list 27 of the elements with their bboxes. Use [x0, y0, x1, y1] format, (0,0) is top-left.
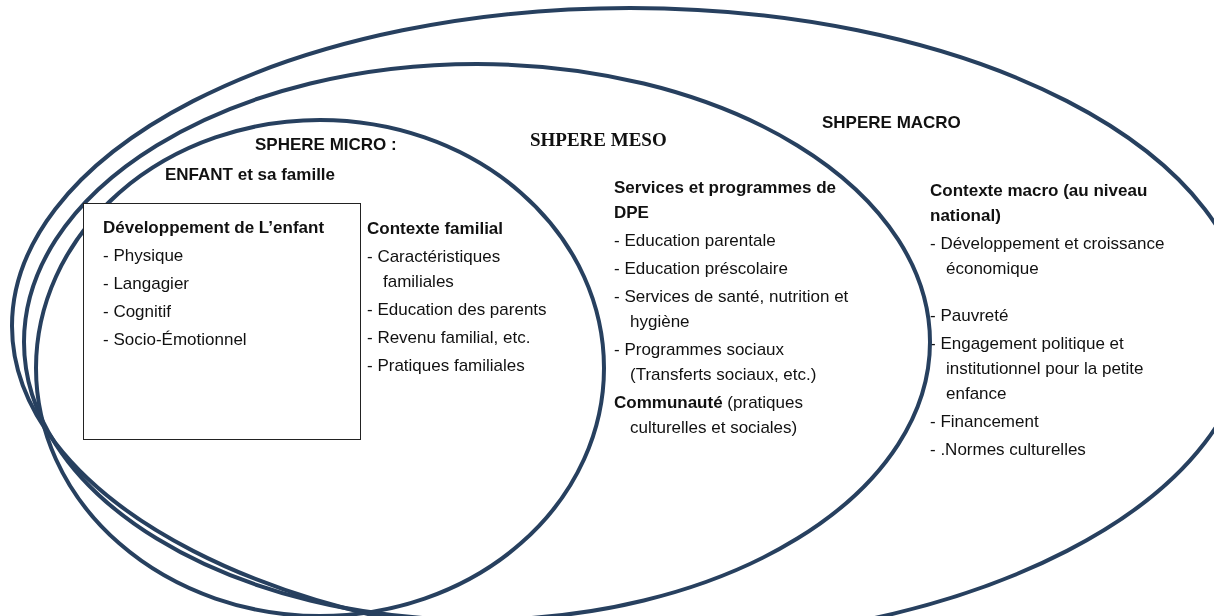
- list-item: - Financement: [930, 411, 1040, 433]
- section-heading: Services et programmes de DPE: [614, 177, 838, 224]
- list-item: - Education parentale: [614, 230, 777, 252]
- list-item: - .Normes culturelles: [930, 439, 1087, 461]
- list-item: - Développement et croissance économique: [930, 233, 1166, 280]
- section-heading: Contexte macro (au niveau national): [930, 180, 1149, 227]
- list-item: - Physique: [103, 245, 185, 267]
- list-item: - Programmes sociaux (Transferts sociaux, etc.): [614, 339, 818, 386]
- list-item: - Caractéristiques familiales: [367, 246, 502, 293]
- sphere-title: ENFANT et sa famille: [165, 164, 337, 186]
- list-item: - Education préscolaire: [614, 258, 789, 280]
- sphere-title: SHPERE MESO: [530, 128, 668, 152]
- framed-panel: [83, 203, 361, 440]
- section-heading: Développement de L’enfant: [103, 217, 326, 239]
- section-heading: Contexte familial: [367, 218, 505, 240]
- list-item: - Cognitif: [103, 301, 173, 323]
- list-item: - Engagement politique et institutionnel pour la petite enfance: [930, 333, 1145, 405]
- list-item: - Revenu familial, etc.: [367, 327, 532, 349]
- list-item: Communauté (pratiques culturelles et sociales): [614, 392, 804, 439]
- list-item: - Socio-Émotionnel: [103, 329, 248, 351]
- sphere-title: SHPERE MACRO: [822, 112, 962, 134]
- sphere-title: SPHERE MICRO :: [255, 134, 398, 156]
- list-item: - Education des parents: [367, 299, 548, 321]
- list-item: - Langagier: [103, 273, 190, 295]
- list-item: - Pauvreté: [930, 305, 1010, 327]
- list-item: - Pratiques familiales: [367, 355, 526, 377]
- list-item: - Services de santé, nutrition et hygiène: [614, 286, 850, 333]
